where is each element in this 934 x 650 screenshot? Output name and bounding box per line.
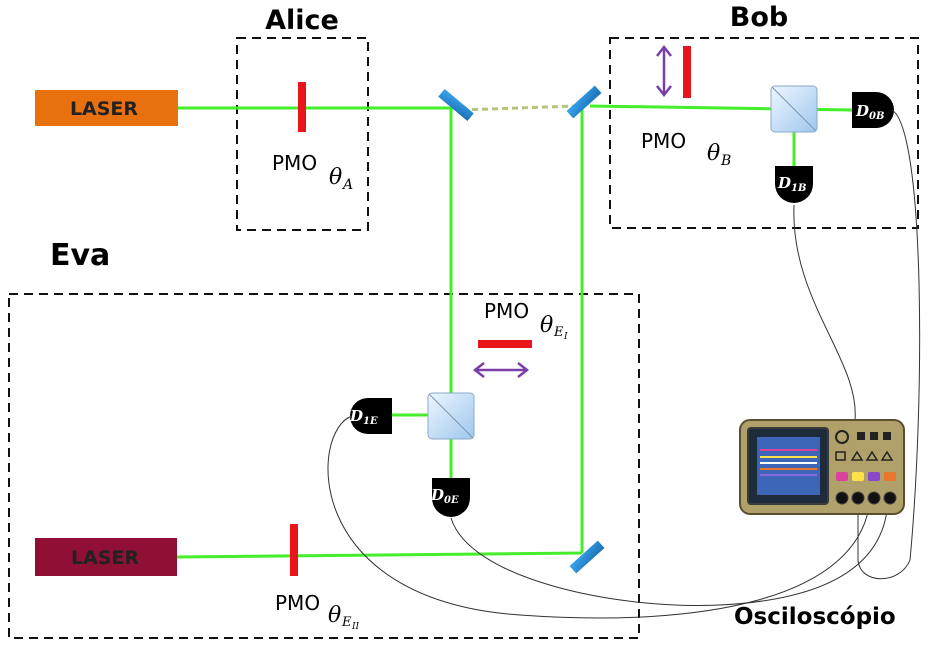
eva-horizontal-arrow-icon	[472, 362, 530, 378]
bob-modulator	[683, 46, 691, 98]
beam-channel-link	[461, 104, 576, 112]
oscilloscope-label: Osciloscópio	[734, 604, 896, 630]
cable-d1b	[793, 204, 856, 500]
svg-text:D1B: D1B	[777, 174, 806, 194]
detector-d0e: D0E	[430, 478, 470, 517]
eva-modulator-1	[478, 340, 532, 348]
beam-splitter-bob	[770, 85, 818, 133]
mirror-top-right	[566, 85, 602, 119]
cable-d0b	[857, 109, 921, 580]
eva-modulator-2-label: PMO θ E II	[275, 591, 360, 632]
alice-box	[236, 37, 369, 231]
svg-text:E: E	[341, 615, 352, 630]
beam-eva-bottom	[176, 551, 583, 559]
laser-eva: LASER	[35, 538, 177, 576]
svg-text:θ: θ	[707, 141, 720, 166]
eva-modulator-1-label: PMO θ E I	[484, 299, 568, 342]
bob-modulator-label: PMO θ B	[641, 129, 731, 169]
alice-modulator-label: PMO θ A	[272, 151, 353, 193]
mirror-bottom-right	[569, 540, 605, 574]
alice-modulator	[298, 82, 306, 132]
alice-title: Alice	[265, 5, 339, 36]
svg-text:θ: θ	[328, 603, 341, 628]
svg-text:θ: θ	[329, 165, 342, 190]
detector-d1e: D1E	[349, 398, 392, 434]
svg-text:PMO: PMO	[641, 129, 686, 153]
svg-text:E: E	[553, 325, 564, 340]
laser-eva-label: LASER	[71, 547, 139, 569]
detector-d1b: D1B	[775, 166, 813, 203]
svg-text:II: II	[351, 622, 360, 632]
svg-text:PMO: PMO	[272, 151, 317, 175]
laser-main: LASER	[35, 90, 178, 126]
bob-title: Bob	[730, 2, 788, 33]
oscilloscope	[739, 419, 905, 515]
svg-text:D1E: D1E	[349, 407, 378, 427]
svg-text:I: I	[563, 332, 568, 342]
svg-text:D0B: D0B	[855, 102, 884, 122]
svg-text:PMO: PMO	[275, 591, 320, 615]
beam-splitter-eva	[427, 392, 475, 440]
svg-text:D0E: D0E	[430, 486, 459, 506]
svg-text:PMO: PMO	[484, 299, 529, 323]
svg-text:B: B	[720, 153, 731, 169]
eva-box	[8, 293, 640, 639]
mirror-top-left	[438, 88, 474, 122]
detector-d0b: D0B	[852, 92, 894, 128]
cable-d0e	[450, 499, 889, 607]
svg-text:θ: θ	[540, 313, 553, 338]
eva-title: Eva	[50, 238, 110, 273]
laser-main-label: LASER	[70, 98, 138, 120]
eva-modulator-2	[290, 524, 298, 576]
bob-box	[609, 37, 919, 229]
bob-vertical-arrow-icon	[656, 44, 672, 98]
svg-text:A: A	[341, 177, 353, 193]
cable-d1e	[327, 415, 871, 619]
